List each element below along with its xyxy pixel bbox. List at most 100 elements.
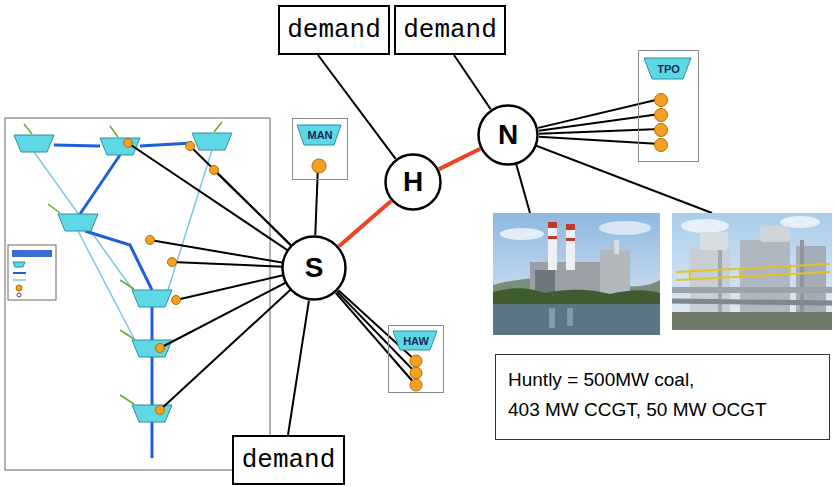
station-dot [146, 236, 155, 245]
inflow-arrow [24, 124, 32, 134]
connector-line [539, 114, 660, 131]
river-arrow [54, 145, 100, 146]
station-dot [210, 166, 219, 175]
river-arrow [151, 422, 154, 458]
transmission-line [339, 201, 391, 246]
tank [700, 232, 728, 250]
note-box: Huntly = 500MW coal,403 MW CCGT, 50 MW O… [495, 354, 830, 440]
plant-building [600, 250, 630, 296]
ground [672, 312, 832, 330]
bus-node: N [477, 104, 539, 166]
sky [493, 213, 660, 335]
canal-lines [34, 150, 212, 350]
lake-symbol [132, 340, 172, 357]
railing [789, 266, 791, 275]
canal-line [168, 150, 212, 290]
demand-label: demand [242, 446, 336, 475]
bus-node: S [281, 235, 347, 301]
connector-line [539, 129, 660, 134]
demand-label: demand [403, 16, 497, 45]
station-icon: MAN [292, 118, 348, 180]
generator-dot [410, 379, 422, 391]
key-lake [13, 262, 25, 267]
inflow-arrow [110, 126, 118, 137]
railing [676, 272, 830, 280]
chimney-band [548, 236, 557, 239]
river-water [493, 304, 660, 335]
wire [128, 143, 314, 268]
cloud [681, 219, 729, 233]
railing [689, 271, 691, 280]
plant-wires [508, 135, 712, 213]
connector-line [538, 99, 660, 128]
railing [739, 269, 741, 278]
connector-line [454, 55, 491, 109]
railing [676, 264, 830, 272]
lake-symbol [58, 214, 98, 231]
chimney-band [566, 238, 575, 241]
coal-plant-photo [493, 213, 660, 335]
inflow-arrow [48, 204, 60, 213]
station-icon: TPO [638, 50, 699, 162]
demand-box: demand [232, 435, 345, 485]
key-canal [13, 279, 26, 281]
river-arrow [151, 307, 154, 340]
connector-line [288, 301, 309, 435]
generator-dot [655, 124, 668, 137]
generator-dot [655, 139, 668, 152]
station-name: TPO [639, 58, 698, 79]
station-symbol [293, 119, 345, 181]
chimney-band [566, 224, 575, 230]
cloud [599, 221, 651, 235]
key-box [8, 245, 56, 300]
hydro-schematic [5, 118, 270, 470]
station-dot [168, 258, 177, 267]
river-arrow [80, 155, 120, 214]
demand-label: demand [287, 16, 381, 45]
reflection [567, 308, 573, 326]
inflow-arrow [120, 330, 134, 339]
lake-symbol [132, 405, 172, 422]
sky [672, 213, 832, 330]
node-letter: H [403, 168, 423, 196]
chimney-band [548, 222, 557, 228]
connector-line [539, 137, 660, 144]
river-arrow [151, 357, 154, 405]
pipe [672, 287, 832, 293]
station-name: MAN [293, 125, 347, 145]
gas-plant-photo [672, 213, 832, 330]
schematic-key [8, 245, 56, 300]
chimney [614, 240, 619, 254]
station-dot [172, 296, 181, 305]
inflow-arrow [120, 395, 134, 404]
connector-line [315, 165, 318, 235]
river-arrow [85, 231, 152, 290]
trees [493, 288, 660, 305]
cloud [500, 228, 544, 240]
generator-dot [655, 109, 668, 122]
node-circle-outline [386, 155, 441, 210]
tank [760, 226, 790, 242]
transmission-line [439, 149, 480, 169]
reflection [549, 308, 555, 328]
generator-dot [410, 367, 422, 379]
station-name: HAW [389, 331, 443, 350]
node-circle-outline [479, 106, 538, 165]
station-icon: HAW [388, 325, 444, 393]
schematic-frame [5, 118, 270, 470]
river-arrows [54, 143, 192, 458]
demand-box: demand [394, 5, 506, 55]
key-river [13, 272, 26, 274]
node-letter: N [498, 121, 518, 149]
lake-symbol [132, 290, 172, 307]
node-letter: S [305, 254, 324, 282]
pipe [672, 301, 832, 303]
station-dot [156, 406, 165, 415]
key-station [16, 285, 22, 291]
bus-node: H [384, 153, 442, 211]
river-arrow [140, 143, 192, 146]
key-bar [12, 250, 52, 257]
note-text: Huntly = 500MW coal, [508, 365, 694, 395]
generator-dot [312, 159, 326, 173]
